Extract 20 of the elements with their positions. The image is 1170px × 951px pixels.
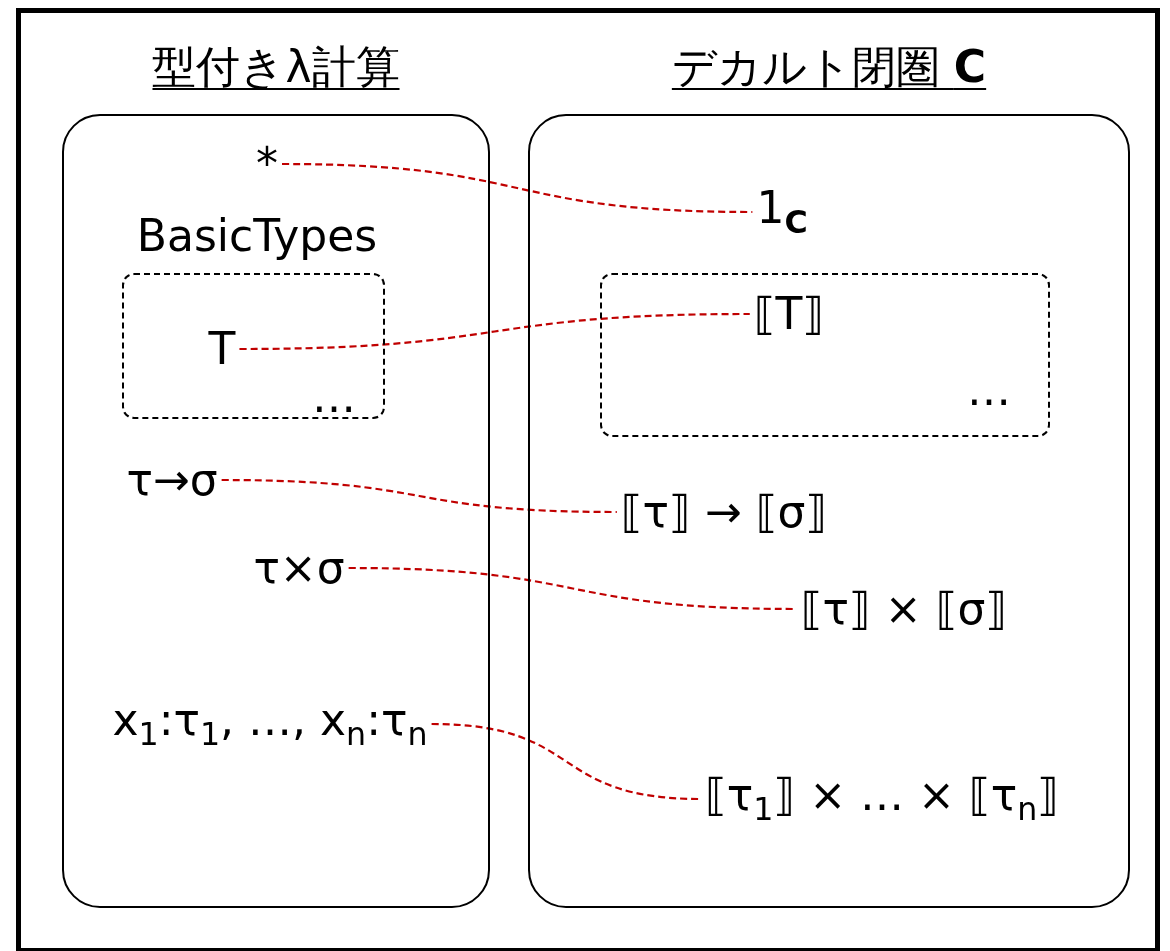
- dashed-connector: [431, 722, 701, 801]
- dashed-connector: [282, 162, 753, 214]
- dashed-group-box: [600, 273, 1050, 437]
- object-label: ⟦T⟧: [749, 289, 829, 339]
- object-label: ⟦τ⟧ → ⟦σ⟧: [616, 487, 832, 537]
- object-label: 1$_{C}$: [752, 184, 812, 240]
- type-label: T: [204, 324, 240, 374]
- dashed-connector: [221, 478, 617, 514]
- type-label: τ→σ: [122, 455, 222, 505]
- type-label: *: [252, 139, 282, 189]
- type-label: x$_{1}$:τ$_{1}$, …, x$_{n}$:τ$_{n}$: [108, 696, 432, 752]
- type-label: τ×σ: [249, 543, 349, 593]
- heading: デカルト閉圏 C: [671, 40, 987, 94]
- object-label: ⟦τ$_{1}$⟧ × … × ⟦τ$_{n}$⟧: [700, 771, 1064, 827]
- ellipsis: …: [967, 363, 1011, 415]
- object-label: ⟦τ⟧ × ⟦σ⟧: [796, 584, 1012, 634]
- ellipsis: …: [312, 370, 356, 422]
- heading: 型付きλ計算: [152, 40, 400, 94]
- dashed-connector: [239, 312, 750, 351]
- group-title: BasicTypes: [136, 209, 378, 261]
